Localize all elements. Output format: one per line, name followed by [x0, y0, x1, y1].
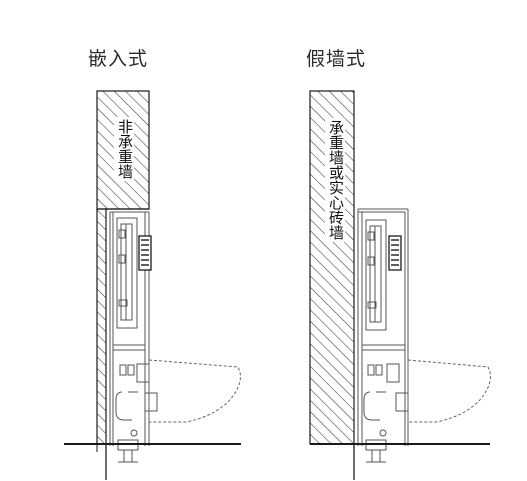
embedded-wall-lower	[96, 208, 107, 445]
embedded-bracket-lower	[144, 392, 158, 412]
false-wall-wall-label: 承重墙或实心砖墙	[325, 118, 345, 242]
false-wall-flush-plate	[388, 235, 402, 271]
false-wall-title: 假墙式	[306, 48, 367, 70]
false-wall-bracket-upper	[386, 363, 400, 383]
embedded-toilet-bowl	[148, 359, 241, 423]
embedded-bracket-upper	[136, 363, 150, 383]
false-wall-toilet-bowl	[407, 359, 491, 423]
embedded-flush-plate	[138, 235, 152, 271]
embedded-diagram	[64, 90, 241, 480]
embedded-title: 嵌入式	[88, 48, 149, 70]
embedded-wall-label: 非承重墙	[114, 117, 134, 181]
false-wall-bracket-lower	[395, 392, 409, 412]
